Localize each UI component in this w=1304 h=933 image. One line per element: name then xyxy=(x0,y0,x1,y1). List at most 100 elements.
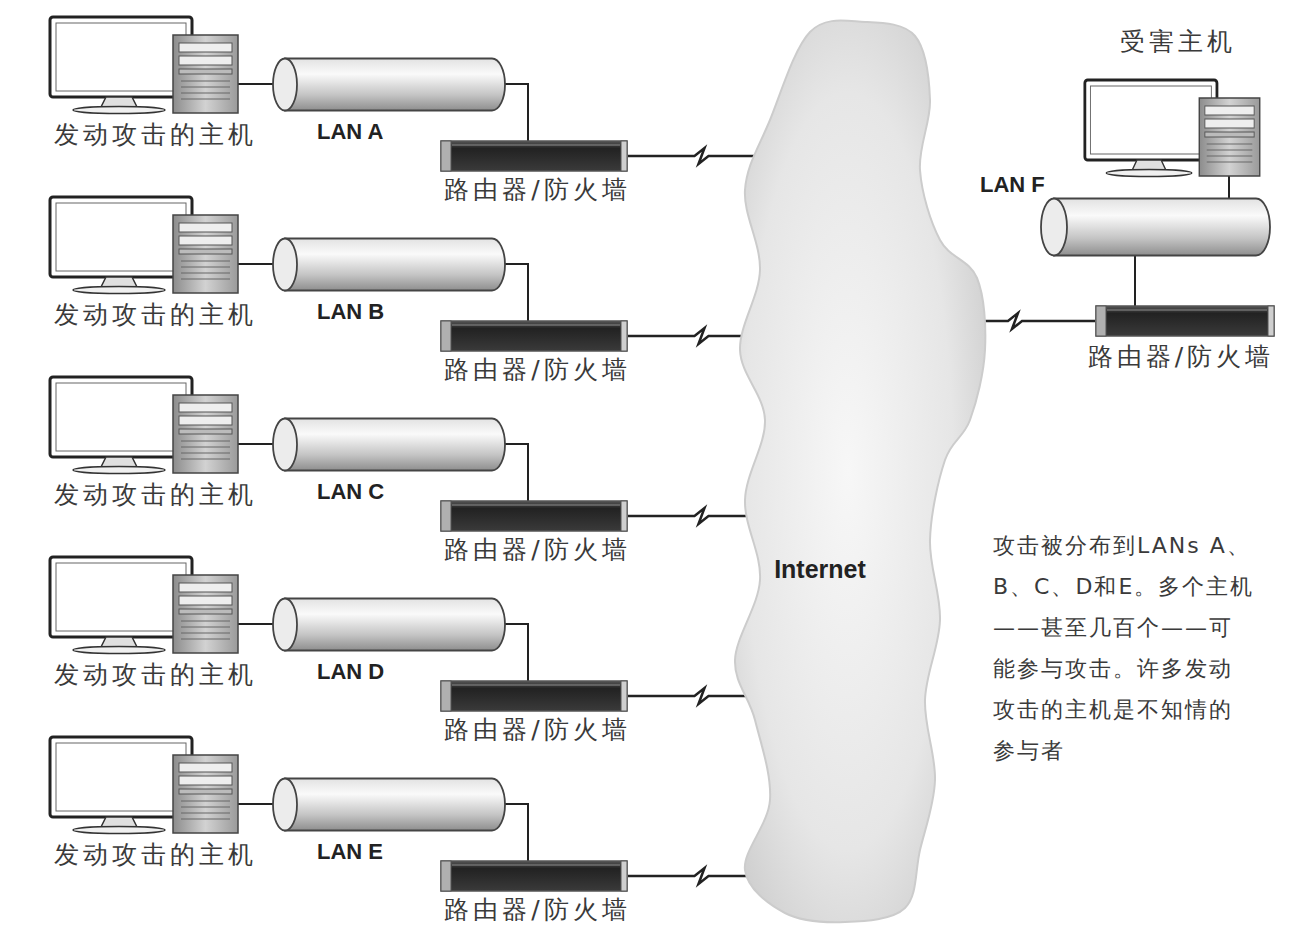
host-node: 发动攻击的主机 xyxy=(20,195,290,335)
graphic-part xyxy=(452,325,620,326)
network-label: Internet xyxy=(774,555,866,584)
router-box xyxy=(440,500,628,532)
graphic-part xyxy=(50,557,192,637)
note-text: 攻击被分布到LANs A、B、C、D和E。多个主机——甚至几百个——可能参与攻击… xyxy=(993,525,1255,771)
host-label: 受害主机 xyxy=(1120,28,1236,57)
graphic-part xyxy=(179,249,232,254)
graphic-part xyxy=(1207,156,1253,157)
lan-label: LAN A xyxy=(317,119,383,144)
lan-node: LAN D xyxy=(272,597,512,689)
graphic-part xyxy=(1207,144,1253,145)
graphic-part xyxy=(181,99,230,100)
graphic-part xyxy=(179,763,232,772)
graphic-part xyxy=(181,447,230,448)
router-box xyxy=(440,680,628,712)
lan-node: LAN A xyxy=(272,57,512,149)
graphic-part xyxy=(452,865,620,866)
graphic-part xyxy=(50,197,192,277)
graphic-part xyxy=(179,596,232,605)
graphic-part xyxy=(1106,170,1192,177)
internet-cloud-node: Internet xyxy=(715,20,990,925)
graphic-part xyxy=(441,321,451,351)
graphic-part xyxy=(50,377,192,457)
router-box xyxy=(440,860,628,892)
device-label: 路由器/防火墙 xyxy=(1088,343,1274,372)
graphic-part xyxy=(621,501,627,531)
graphic-part xyxy=(56,203,186,271)
network-cable xyxy=(238,263,278,265)
graphic-part xyxy=(1268,306,1274,336)
graphic-part xyxy=(621,681,627,711)
lan-cylinder xyxy=(272,597,507,652)
graphic-part xyxy=(50,737,192,817)
graphic-part xyxy=(181,621,230,622)
graphic-part xyxy=(73,827,165,834)
graphic-part xyxy=(56,743,186,811)
router-node: 路由器/防火墙 xyxy=(415,500,660,566)
device-label: 路由器/防火墙 xyxy=(444,356,630,385)
graphic-part xyxy=(621,141,627,171)
graphic-part xyxy=(179,56,232,65)
lan-label: LAN E xyxy=(317,839,383,864)
graphic-part xyxy=(50,17,192,97)
graphic-part xyxy=(441,861,627,891)
graphic-part xyxy=(273,419,297,471)
graphic-part xyxy=(179,403,232,412)
graphic-part xyxy=(181,441,230,442)
graphic-part xyxy=(56,563,186,631)
computer-icon xyxy=(48,735,263,835)
graphic-part xyxy=(181,279,230,280)
graphic-part xyxy=(1205,106,1254,115)
device-label: 路由器/防火墙 xyxy=(444,536,630,565)
graphic-part xyxy=(441,681,451,711)
graphic-part xyxy=(452,685,620,686)
graphic-part xyxy=(179,583,232,592)
graphic-part xyxy=(1205,119,1254,128)
computer-icon xyxy=(1083,78,1283,178)
graphic-part xyxy=(181,639,230,640)
graphic-part xyxy=(1207,150,1253,151)
graphic-part xyxy=(181,807,230,808)
device-label: 路由器/防火墙 xyxy=(444,896,630,925)
graphic-part xyxy=(73,467,165,474)
computer-icon xyxy=(48,195,263,295)
router-node: 路由器/防火墙 xyxy=(415,680,660,746)
host-node: 发动攻击的主机 xyxy=(20,555,290,695)
graphic-part xyxy=(1107,310,1267,311)
graphic-part xyxy=(173,575,238,653)
device-label: 路由器/防火墙 xyxy=(444,176,630,205)
lan-node: LAN E xyxy=(272,777,512,869)
graphic-part xyxy=(181,81,230,82)
graphic-part xyxy=(181,453,230,454)
graphic-part xyxy=(181,459,230,460)
graphic-part xyxy=(735,21,985,923)
router-node: 路由器/防火墙 xyxy=(415,860,660,926)
graphic-part xyxy=(441,501,451,531)
graphic-part xyxy=(1096,306,1274,336)
network-cable xyxy=(238,623,278,625)
graphic-part xyxy=(181,261,230,262)
lan-cylinder xyxy=(272,57,507,112)
graphic-part xyxy=(173,215,238,293)
graphic-part xyxy=(273,239,297,291)
graphic-part xyxy=(273,59,297,111)
network-cable xyxy=(505,84,528,141)
internet-cloud xyxy=(715,20,990,925)
host-label: 发动攻击的主机 xyxy=(54,661,257,690)
network-cable xyxy=(505,444,528,501)
graphic-part xyxy=(179,429,232,434)
graphic-part xyxy=(1090,86,1211,154)
lan-label: LAN F xyxy=(980,172,1045,197)
graphic-part xyxy=(1096,306,1106,336)
network-cable xyxy=(238,443,278,445)
graphic-part xyxy=(1205,132,1254,137)
graphic-part xyxy=(441,681,627,711)
graphic-part xyxy=(621,321,627,351)
graphic-part xyxy=(181,633,230,634)
graphic-part xyxy=(1041,199,1067,256)
host-node: 发动攻击的主机 xyxy=(20,15,290,155)
host-node: 受害主机 xyxy=(1075,28,1280,183)
network-cable xyxy=(505,624,528,681)
host-node: 发动攻击的主机 xyxy=(20,375,290,515)
